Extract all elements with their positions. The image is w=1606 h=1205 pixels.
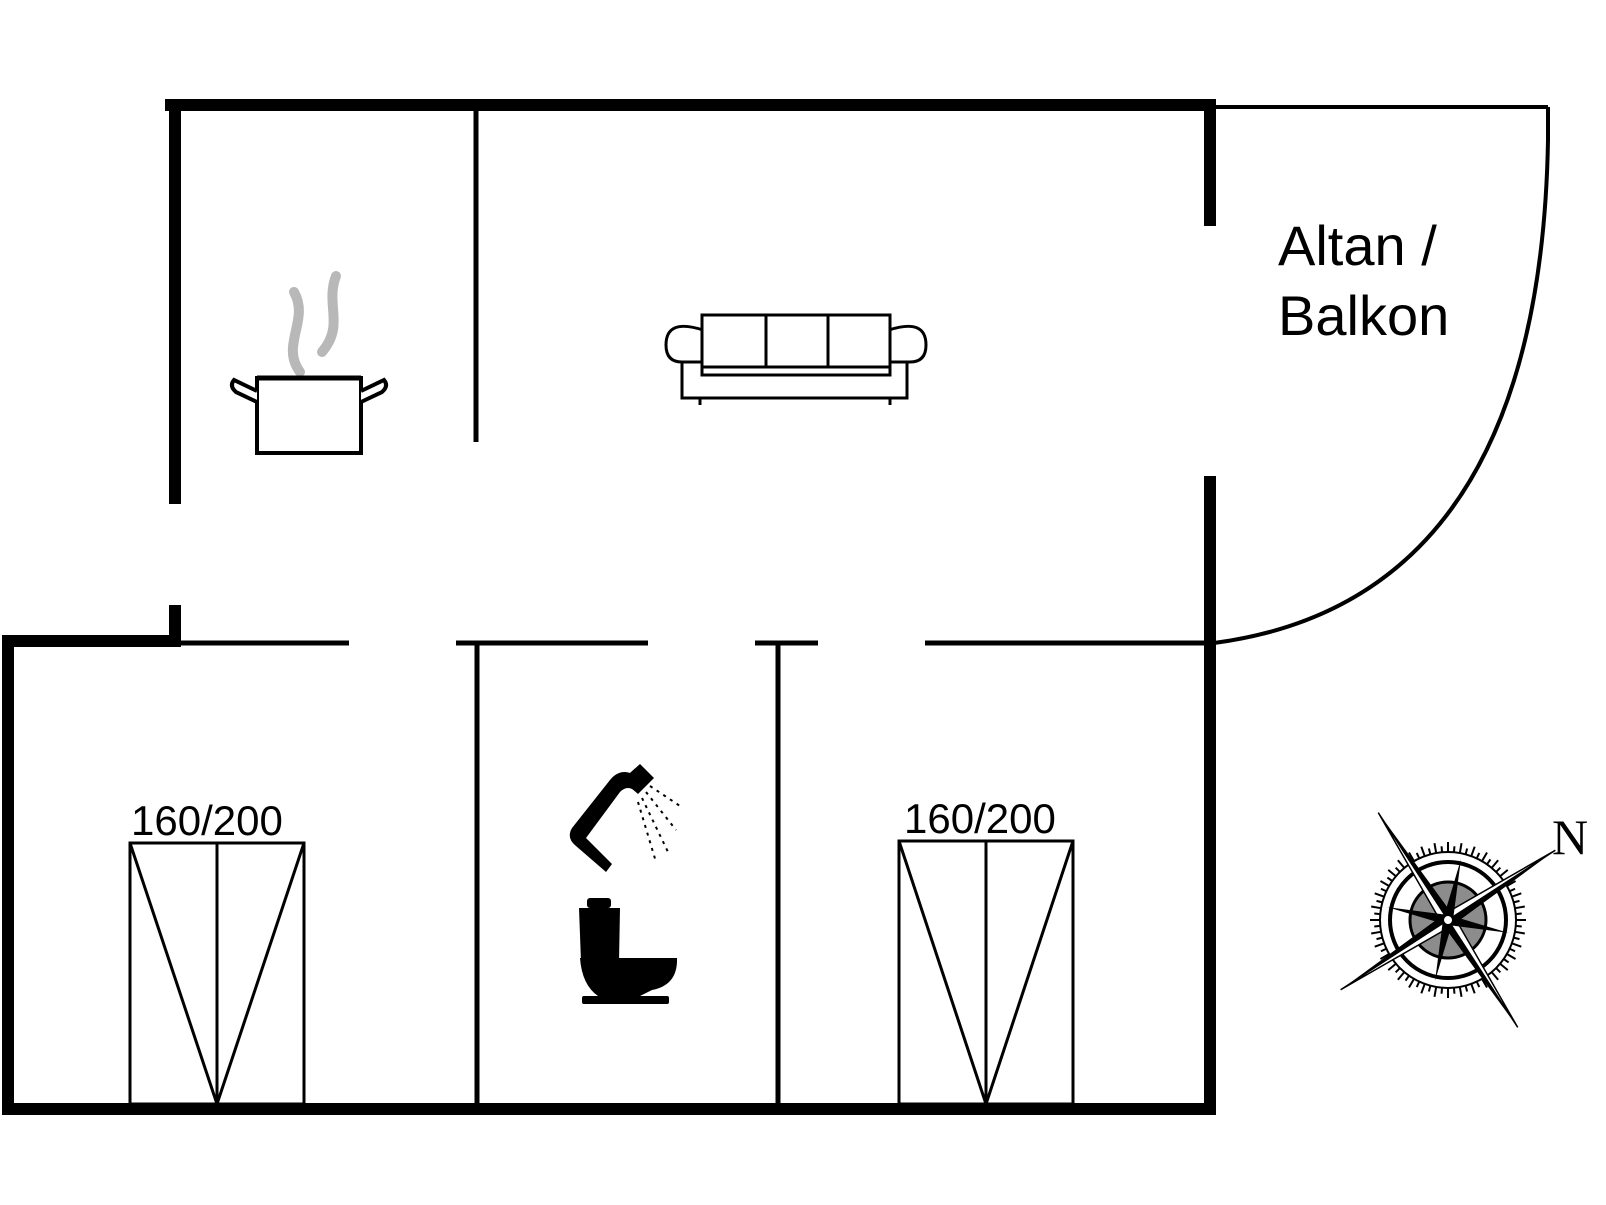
compass-tick	[1514, 905, 1525, 910]
compass-tick	[1506, 880, 1517, 887]
compass-tick	[1380, 887, 1387, 893]
compass-tick	[1509, 947, 1516, 953]
balcony-label-line1: Altan /	[1278, 214, 1437, 277]
needle-south	[1442, 920, 1518, 1028]
compass-tick	[1475, 981, 1481, 988]
compass-tick	[1374, 892, 1385, 898]
compass-tick	[1379, 880, 1390, 887]
compass-tick	[1514, 930, 1525, 935]
compass-tick	[1433, 986, 1438, 997]
compass-tick	[1499, 962, 1509, 971]
compass-points	[1340, 812, 1556, 1028]
compass-tick	[1506, 953, 1517, 960]
compass-tick	[1387, 962, 1397, 971]
shower-head	[622, 764, 654, 794]
needle-north	[1378, 812, 1454, 920]
compass-tick	[1371, 905, 1382, 910]
compass-tick	[1379, 953, 1390, 960]
balcony-label-line2: Balkon	[1278, 284, 1449, 347]
sofa-seat	[700, 365, 892, 377]
sofa-arm-right	[887, 324, 928, 364]
compass-tick	[1387, 869, 1397, 878]
bed-2-diag-a	[897, 840, 988, 1105]
sofa-back	[700, 313, 892, 369]
pot-handle-left	[229, 377, 258, 404]
shower-icon	[569, 764, 681, 872]
bed-1-diag-a	[128, 842, 219, 1105]
needle-east	[1448, 850, 1556, 926]
interior-walls	[175, 111, 1210, 1104]
compass-rose-icon	[1340, 812, 1556, 1028]
compass-tick	[1511, 892, 1522, 898]
toilet-bowl	[580, 958, 678, 996]
compass-tick	[1458, 843, 1463, 854]
compass-tick	[1511, 942, 1522, 948]
bed-size-label-2: 160/200	[904, 795, 1056, 842]
compass-tick	[1374, 942, 1385, 948]
compass-tick	[1408, 851, 1415, 862]
compass-tick	[1371, 930, 1382, 935]
compass-north-label: N	[1552, 809, 1588, 865]
toilet-tank	[579, 908, 620, 962]
balcony	[1213, 105, 1550, 645]
compass-tick	[1499, 869, 1509, 878]
compass-ring-outer	[1379, 851, 1517, 989]
compass-tick	[1420, 846, 1426, 857]
compass-tick	[1397, 859, 1406, 869]
compass-tick	[1470, 846, 1476, 857]
bed-1-diag-b	[215, 842, 306, 1105]
compass-tick	[1490, 859, 1499, 869]
bed-size-label-1: 160/200	[131, 797, 283, 844]
sofa-icon	[664, 313, 928, 405]
sofa-arm-left	[664, 324, 705, 364]
compass-tick	[1397, 971, 1406, 981]
steam-left	[287, 287, 305, 377]
bed-2-diag-b	[984, 840, 1075, 1105]
balcony-arc	[1213, 139, 1550, 645]
compass-tick	[1481, 978, 1488, 989]
shower-handle	[569, 772, 642, 872]
compass-tick	[1490, 971, 1499, 981]
cooking-pot-icon	[229, 271, 389, 455]
compass-tick	[1415, 852, 1421, 859]
toilet-base	[582, 996, 669, 1004]
steam-right	[317, 271, 341, 357]
shower-spray	[637, 785, 681, 863]
toilet-cap	[587, 898, 611, 908]
compass-tick	[1470, 983, 1476, 994]
bed-1	[128, 841, 306, 1106]
compass-hub	[1442, 914, 1454, 926]
compass-tick	[1458, 986, 1463, 997]
compass-tick	[1475, 852, 1481, 859]
compass-tick	[1420, 983, 1426, 994]
compass-tick	[1408, 978, 1415, 989]
needle-west	[1340, 914, 1448, 990]
compass-tick	[1380, 947, 1387, 953]
compass-tick	[1481, 851, 1488, 862]
pot-handle-right	[360, 377, 389, 404]
pot-body	[255, 376, 363, 455]
toilet-icon	[579, 898, 678, 1004]
compass-tick	[1415, 981, 1421, 988]
compass-diagonals	[1387, 859, 1509, 981]
compass-tick	[1433, 843, 1438, 854]
bed-2	[897, 839, 1075, 1106]
outer-walls	[2, 99, 1216, 1115]
compass-tick	[1509, 887, 1516, 893]
